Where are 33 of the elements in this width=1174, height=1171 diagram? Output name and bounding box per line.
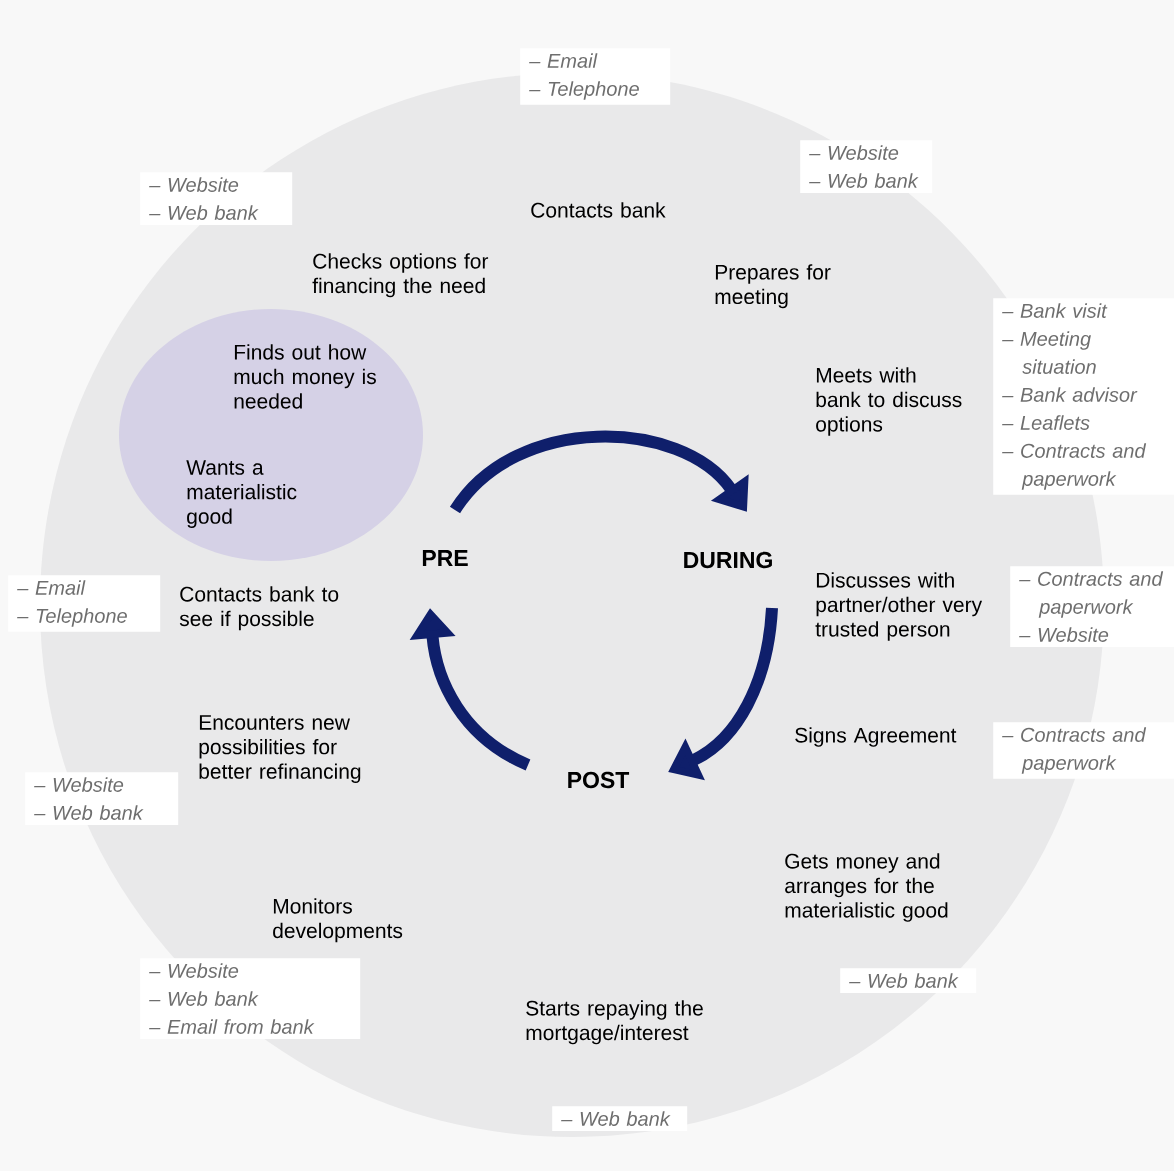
channel-box: – Web bank (840, 968, 977, 993)
label: – Leaflets (1002, 415, 1090, 430)
channel-box: – Email – Telephone (520, 48, 671, 105)
phase-label: PRE (422, 550, 468, 566)
step-text: Starts repaying the mortgage/interest (526, 1000, 703, 1045)
step-text: Contacts bank to see if possible (179, 586, 339, 631)
label: – Bank visit (1002, 303, 1108, 318)
channel-box: – Website – Web bank – Email from bank (140, 958, 361, 1039)
step-text: Monitors developments (273, 898, 403, 943)
step-text: Gets money and arranges for the materialistic good (785, 853, 948, 922)
step-text: Signs Agreement (795, 727, 957, 747)
step-text: Meets with bank to discuss options (816, 367, 962, 436)
step-text: Encounters new possibilities for better refinancing (199, 715, 361, 783)
channel-box: – Web bank (552, 1106, 688, 1131)
channel-box: – Website – Web bank (25, 772, 179, 825)
channel-box: – Bank visit – Meeting situation – Bank advisor – Leaflets – Contracts and paperwork (993, 298, 1174, 495)
label: – Contracts and paperwork (1002, 443, 1147, 490)
channel-box: – Website – Web bank (140, 172, 293, 225)
step-text: Prepares for meeting (715, 264, 831, 309)
channel-box: – Contracts and paperwork – Website (1010, 566, 1174, 647)
label: – Bank advisor (1002, 387, 1138, 402)
step-text: Wants a materialistic good (186, 460, 297, 528)
phase-label: POST (568, 771, 630, 789)
step-text: Checks options for financing the need (312, 253, 489, 298)
phase-label: DURING (684, 551, 772, 569)
cycle-arrow (450, 430, 749, 514)
label: – Meeting situation (1002, 331, 1096, 374)
channel-box: – Contracts and paperwork (993, 722, 1174, 779)
channel-box: – Email – Telephone (8, 575, 161, 632)
channel-box: – Website – Web bank (800, 140, 933, 193)
step-text: Finds out how much money is needed (234, 344, 376, 409)
step-text: Discusses with partner/other very trusted person (815, 572, 983, 641)
step-text: Contacts bank (531, 202, 666, 218)
